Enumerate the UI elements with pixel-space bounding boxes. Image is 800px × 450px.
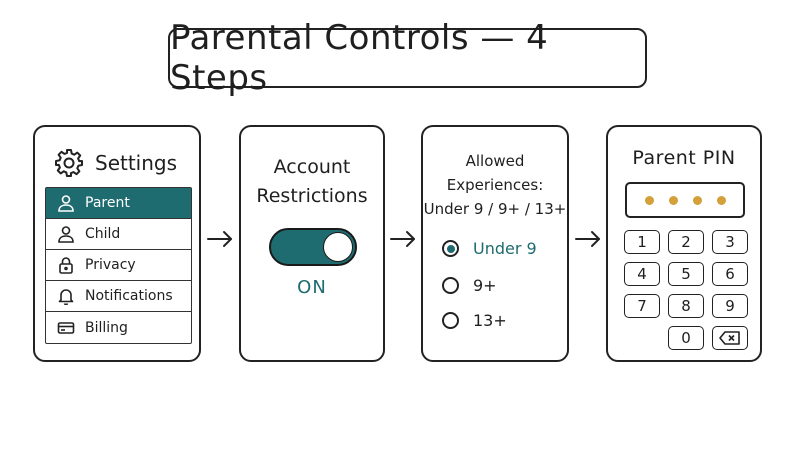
radio-label: 9+ <box>473 276 497 295</box>
keypad-key-3[interactable]: 3 <box>712 230 748 254</box>
keypad-key-4[interactable]: 4 <box>624 262 660 286</box>
restrictions-toggle[interactable] <box>269 228 357 266</box>
keypad-key-0[interactable]: 0 <box>668 326 704 350</box>
radio-label: 13+ <box>473 311 507 330</box>
settings-heading: Settings <box>95 151 178 175</box>
keypad-key-6[interactable]: 6 <box>712 262 748 286</box>
step-experiences-card: Allowed Experiences: Under 9 / 9+ / 13+ … <box>421 125 569 362</box>
diagram-title: Parental Controls — 4 Steps <box>168 18 647 98</box>
keypad-key-8[interactable]: 8 <box>668 294 704 318</box>
backspace-icon <box>719 331 740 345</box>
gear-icon <box>55 149 83 177</box>
radio-label: Under 9 <box>473 239 537 258</box>
arrow-right-icon <box>390 231 415 247</box>
radio-option-9-plus[interactable]: 9+ <box>442 276 497 295</box>
menu-item-child[interactable]: Child <box>46 219 191 250</box>
pin-display <box>625 182 745 218</box>
radio-button[interactable] <box>442 240 459 257</box>
radio-button[interactable] <box>442 277 459 294</box>
radio-option-13-plus[interactable]: 13+ <box>442 311 507 330</box>
menu-item-label: Notifications <box>85 288 173 304</box>
menu-item-notifications[interactable]: Notifications <box>46 281 191 312</box>
restrictions-title-line2: Restrictions <box>256 185 368 207</box>
keypad-key-7[interactable]: 7 <box>624 294 660 318</box>
menu-item-parent[interactable]: Parent <box>46 188 191 219</box>
radio-button[interactable] <box>442 312 459 329</box>
bell-icon <box>58 289 74 305</box>
experiences-title: Allowed Experiences: Under 9 / 9+ / 13+ <box>423 149 567 221</box>
person-icon <box>58 226 74 243</box>
experiences-title-line1: Allowed <box>465 152 525 170</box>
card-icon <box>57 321 75 334</box>
pin-dot <box>668 195 678 205</box>
keypad-spacer <box>624 326 660 350</box>
menu-item-label: Billing <box>85 319 128 336</box>
step-settings-card: Settings Parent Child Privacy Notificati… <box>33 125 201 362</box>
keypad-backspace-button[interactable] <box>712 326 748 350</box>
restrictions-title: Account Restrictions <box>241 153 383 211</box>
radio-option-under-9[interactable]: Under 9 <box>442 239 537 258</box>
menu-item-label: Child <box>85 226 121 242</box>
keypad-key-2[interactable]: 2 <box>668 230 704 254</box>
arrow-right-icon <box>575 231 600 247</box>
keypad-key-9[interactable]: 9 <box>712 294 748 318</box>
menu-item-billing[interactable]: Billing <box>46 312 191 343</box>
toggle-state-label: ON <box>297 277 327 298</box>
toggle-knob <box>323 232 353 262</box>
restrictions-title-line1: Account <box>273 156 351 178</box>
keypad-key-1[interactable]: 1 <box>624 230 660 254</box>
menu-item-label: Parent <box>85 195 130 211</box>
pin-dot <box>644 195 654 205</box>
pin-title: Parent PIN <box>632 147 736 169</box>
settings-menu: Parent Child Privacy Notifications Billi… <box>45 187 192 344</box>
experiences-title-line2: Experiences: <box>446 176 544 194</box>
keypad-key-5[interactable]: 5 <box>668 262 704 286</box>
person-icon <box>58 195 74 212</box>
menu-item-label: Privacy <box>85 257 136 273</box>
step-restrictions-card: Account Restrictions ON <box>239 125 385 362</box>
settings-header: Settings <box>53 147 177 179</box>
pin-dot <box>692 195 702 205</box>
menu-item-privacy[interactable]: Privacy <box>46 250 191 281</box>
arrow-right-icon <box>207 231 232 247</box>
pin-dot <box>716 195 726 205</box>
lock-icon <box>59 257 73 274</box>
experiences-title-line3: Under 9 / 9+ / 13+ <box>423 200 567 218</box>
